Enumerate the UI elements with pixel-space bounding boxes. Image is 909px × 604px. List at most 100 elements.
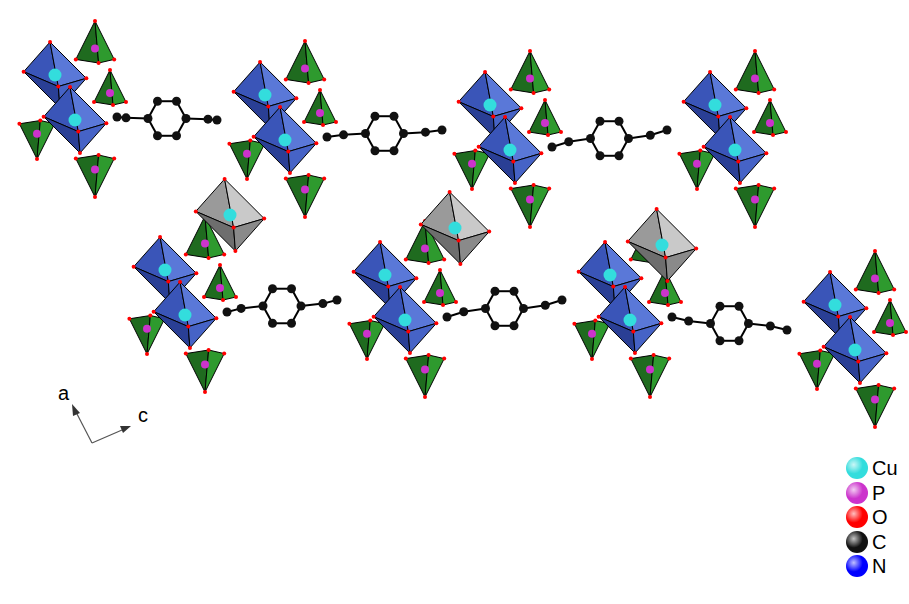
oxygen-atom <box>427 261 431 265</box>
oxygen-atom <box>854 287 858 291</box>
octahedron-face <box>666 249 697 281</box>
metal-atom <box>69 114 82 127</box>
legend-swatch <box>846 506 868 528</box>
oxygen-atom <box>802 300 806 304</box>
phosphorus-atom <box>526 75 534 83</box>
octahedron-face <box>288 143 316 173</box>
oxygen-atom <box>892 387 896 391</box>
oxygen-atom <box>633 351 637 355</box>
oxygen-atom <box>822 345 826 349</box>
phosphorus-atom <box>201 240 209 248</box>
oxygen-atom <box>448 190 452 194</box>
oxygen-atom <box>659 321 663 325</box>
oxygen-atom <box>511 160 515 164</box>
tetrahedron-face <box>770 100 786 135</box>
oxygen-atom <box>221 298 225 302</box>
oxygen-atom <box>404 257 408 261</box>
oxygen-atom <box>321 123 325 127</box>
phosphorus-atom <box>301 185 309 193</box>
octahedron-face <box>408 323 436 353</box>
legend-text: C <box>872 532 886 552</box>
oxygen-atom <box>509 187 513 191</box>
oxygen-atom <box>848 315 852 319</box>
oxygen-atom <box>772 87 776 91</box>
octahedron-face <box>459 232 490 264</box>
tetrahedron-face <box>95 21 114 63</box>
oxygen-atom <box>202 295 206 299</box>
phosphorus-atom <box>436 289 444 297</box>
tetrahedron-face <box>440 270 456 305</box>
oxygen-atom <box>442 257 446 261</box>
phosphorus-atom <box>363 330 371 338</box>
carbon-atom <box>541 301 550 310</box>
legend-text: N <box>872 556 886 576</box>
carbon-atom <box>361 129 370 138</box>
legend-swatch <box>846 555 868 577</box>
axis-line <box>76 412 92 443</box>
oxygen-atom <box>223 177 227 181</box>
metal-atom <box>849 344 862 357</box>
phosphorus-atom <box>316 109 324 117</box>
phosphorus-atom <box>693 160 701 168</box>
oxygen-atom <box>17 122 21 126</box>
phosphorus-atom <box>468 160 476 168</box>
oxygen-atom <box>288 171 292 175</box>
oxygen-atom <box>188 346 192 350</box>
oxygen-atom <box>186 325 190 329</box>
phosphorus-atom <box>243 150 251 158</box>
oxygen-atom <box>679 300 683 304</box>
tetrahedron-face <box>95 155 114 197</box>
axis-arrowhead <box>120 426 131 433</box>
metal-atom <box>624 314 637 327</box>
oxygen-atom <box>35 157 39 161</box>
carbon-atom <box>237 304 246 313</box>
axis-line <box>92 430 122 443</box>
carbon-atom <box>438 126 447 135</box>
oxygen-atom <box>828 270 832 274</box>
carbon-atom <box>481 304 490 313</box>
oxygen-atom <box>652 353 656 357</box>
octahedron-face <box>234 219 265 251</box>
oxygen-atom <box>252 135 256 139</box>
oxygen-atom <box>629 257 633 261</box>
oxygen-atom <box>771 133 775 137</box>
legend-swatch <box>846 482 868 504</box>
oxygen-atom <box>487 230 491 234</box>
oxygen-atom <box>904 330 908 334</box>
oxygen-atom <box>352 270 356 274</box>
tetrahedron-face <box>650 355 669 397</box>
oxygen-atom <box>753 49 757 53</box>
oxygen-atom <box>752 130 756 134</box>
legend-row: C <box>846 530 886 554</box>
oxygen-atom <box>127 317 131 321</box>
oxygen-atom <box>452 152 456 156</box>
metal-atom <box>179 309 192 322</box>
carbon-atom <box>558 296 567 305</box>
oxygen-atom <box>419 222 423 226</box>
oxygen-atom <box>753 225 757 229</box>
carbon-atom <box>783 326 792 335</box>
oxygen-atom <box>665 279 669 283</box>
oxygen-atom <box>888 298 892 302</box>
phosphorus-atom <box>541 119 549 127</box>
legend-text: Cu <box>872 458 898 478</box>
oxygen-atom <box>664 256 668 260</box>
oxygen-atom <box>532 183 536 187</box>
oxygen-atom <box>738 181 742 185</box>
oxygen-atom <box>818 349 822 353</box>
oxygen-atom <box>74 157 78 161</box>
tetrahedron-face <box>320 90 336 125</box>
oxygen-atom <box>56 85 60 89</box>
oxygen-atom <box>112 57 116 61</box>
carbon-atom <box>339 130 348 139</box>
oxygen-atom <box>227 142 231 146</box>
metal-atom <box>484 99 497 112</box>
tetrahedron-face <box>755 185 774 227</box>
octahedron-face <box>78 123 106 153</box>
oxygen-atom <box>442 357 446 361</box>
carbon-atom <box>223 308 232 317</box>
oxygen-atom <box>322 77 326 81</box>
oxygen-atom <box>728 115 732 119</box>
oxygen-atom <box>248 139 252 143</box>
oxygen-atom <box>347 322 351 326</box>
